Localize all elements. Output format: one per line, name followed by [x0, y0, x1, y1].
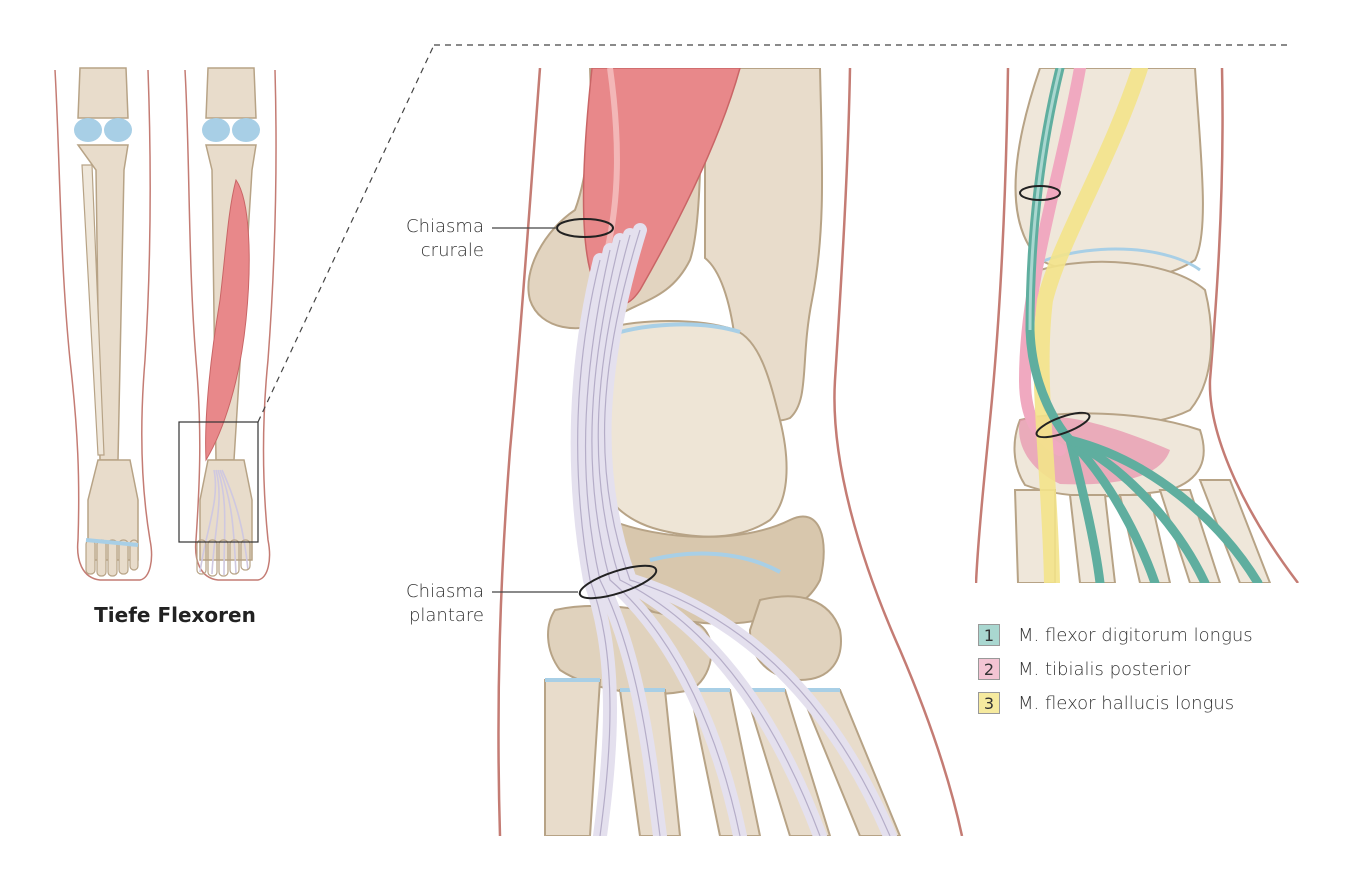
tendon-schematic [975, 68, 1299, 583]
ankle-skin-right [833, 68, 964, 836]
legend-swatch-3: 3 [978, 692, 1000, 714]
ankle-muscle-highlight [602, 68, 620, 261]
ankle-tendon-outlines [577, 229, 891, 836]
legend-label-2: M. tibialis posterior [1018, 658, 1191, 680]
zoom-region-box [178, 421, 259, 543]
ankle-cuboid [748, 595, 842, 682]
schematic-chiasma-crurale-marker [1019, 185, 1061, 201]
chiasma-plantare-marker [578, 564, 658, 600]
schematic-talus [1031, 260, 1213, 426]
ankle-navicular-cartilage [649, 551, 781, 574]
label-chiasma-crurale: Chiasma crurale [400, 215, 484, 263]
label-chiasma-plantare: Chiasma plantare [396, 580, 484, 628]
legend-label-1: M. flexor digitorum longus [1018, 624, 1253, 646]
leg1-metatarsal-cartilage [85, 538, 139, 547]
legend-item-flexor-digitorum-longus: 1 M. flexor digitorum longus [978, 618, 1253, 652]
label-chiasma-plantare-line2: plantare [408, 605, 484, 626]
ankle-detail [492, 68, 964, 836]
tendon-flexor-hallucis-longus [1033, 68, 1148, 583]
legend-label-3: M. flexor hallucis longus [1018, 692, 1235, 714]
leg1-skin-outline [54, 69, 153, 581]
schematic-skin-right [1208, 68, 1299, 583]
caption-tiefe-flexoren: Tiefe Flexoren [94, 603, 256, 627]
legend: 1 M. flexor digitorum longus 2 M. tibial… [978, 618, 1253, 720]
leg1-femur [77, 67, 129, 119]
leg2-skin-outline [184, 69, 277, 581]
legend-swatch-1: 1 [978, 624, 1000, 646]
leg2-knee-cartilage-left [202, 118, 230, 142]
leg2-tendons [199, 469, 249, 576]
leg2-foot [199, 459, 253, 561]
legend-swatch-2: 2 [978, 658, 1000, 680]
leg2-knee-cartilage-right [232, 118, 260, 142]
leg1-knee-cartilage-left [74, 118, 102, 142]
zoom-dashed-line-diagonal [257, 44, 435, 423]
ankle-talus [588, 320, 788, 538]
overview-legs [54, 44, 435, 581]
leg2-femur [205, 67, 257, 119]
leg1-fibula [81, 164, 105, 456]
ankle-skin-left [497, 68, 542, 836]
label-chiasma-crurale-line2: crurale [420, 240, 484, 261]
legend-item-tibialis-posterior: 2 M. tibialis posterior [978, 652, 1253, 686]
label-chiasma-crurale-line1: Chiasma [406, 216, 484, 237]
leg1-knee-cartilage-right [104, 118, 132, 142]
schematic-chiasma-plantare-marker [1035, 411, 1091, 439]
schematic-tendon-highlights [1028, 68, 1062, 331]
label-chiasma-plantare-line1: Chiasma [406, 581, 484, 602]
leg2-deep-flexor-muscles [205, 178, 250, 462]
schematic-skin-left [975, 68, 1010, 583]
leg2-toes [196, 539, 251, 577]
legend-item-flexor-hallucis-longus: 3 M. flexor hallucis longus [978, 686, 1253, 720]
